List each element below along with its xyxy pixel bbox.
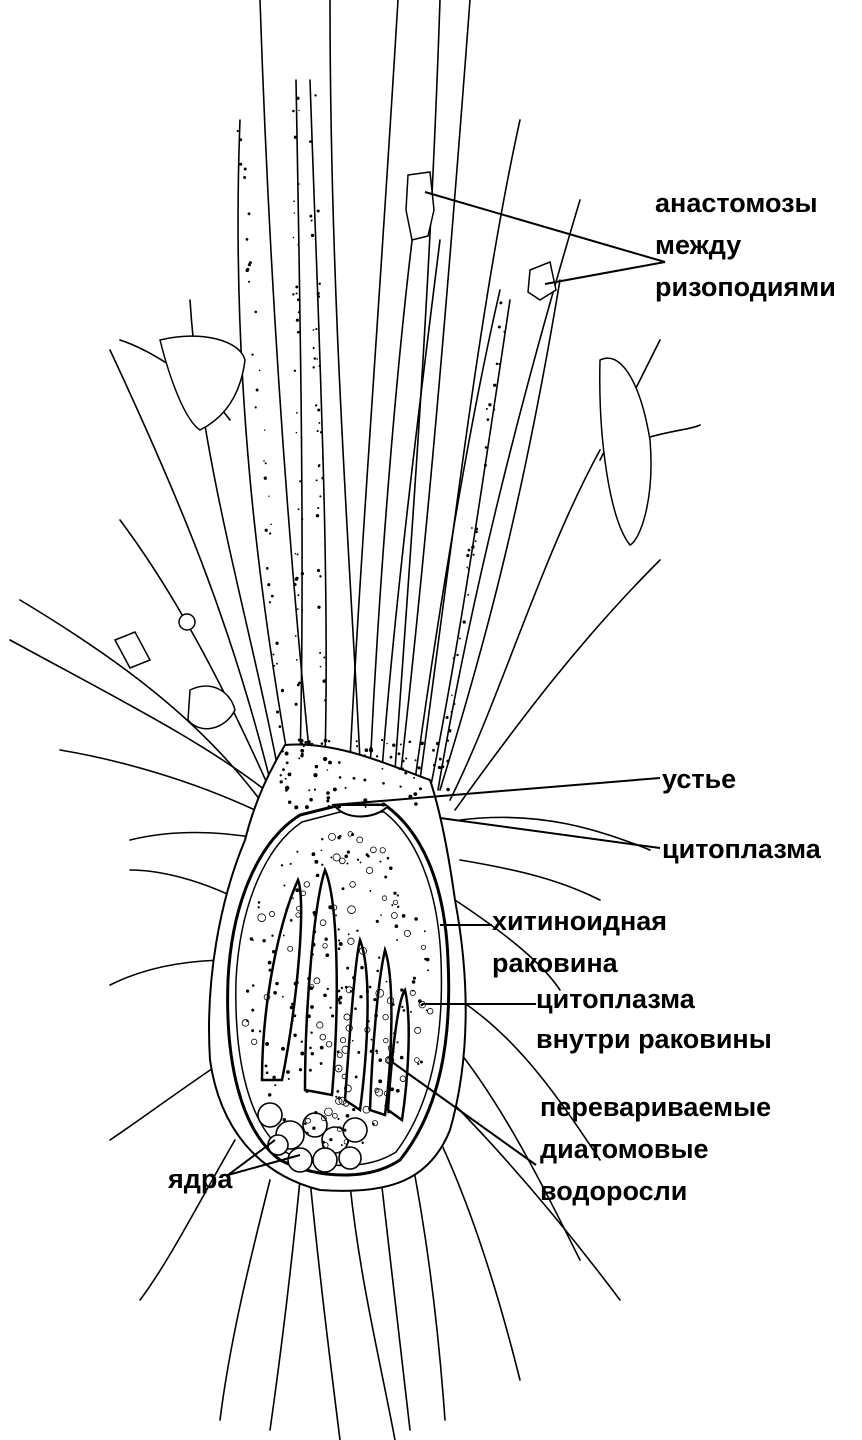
label-anastomoses-line1: анастомозы [655, 186, 818, 220]
label-cytoplasm-inner-line2: внутри раковины [536, 1022, 772, 1056]
rhizopodia-network [10, 0, 700, 1440]
label-anastomoses-line2: между [655, 228, 741, 262]
label-diatoms-line3: водоросли [540, 1174, 687, 1208]
label-shell-line1: хитиноидная [492, 904, 667, 938]
label-diatoms-line2: диатомовые [540, 1132, 709, 1166]
label-mouth: устье [662, 762, 736, 796]
label-anastomoses-line3: ризоподиями [655, 270, 836, 304]
label-cytoplasm-outer: цитоплазма [662, 832, 821, 866]
anastomosis-blobs [115, 172, 651, 729]
label-shell-line2: раковина [492, 946, 618, 980]
label-diatoms-line1: перевариваемые [540, 1090, 771, 1124]
label-cytoplasm-inner-line1: цитоплазма [536, 982, 695, 1016]
label-nuclei: ядра [168, 1162, 232, 1196]
